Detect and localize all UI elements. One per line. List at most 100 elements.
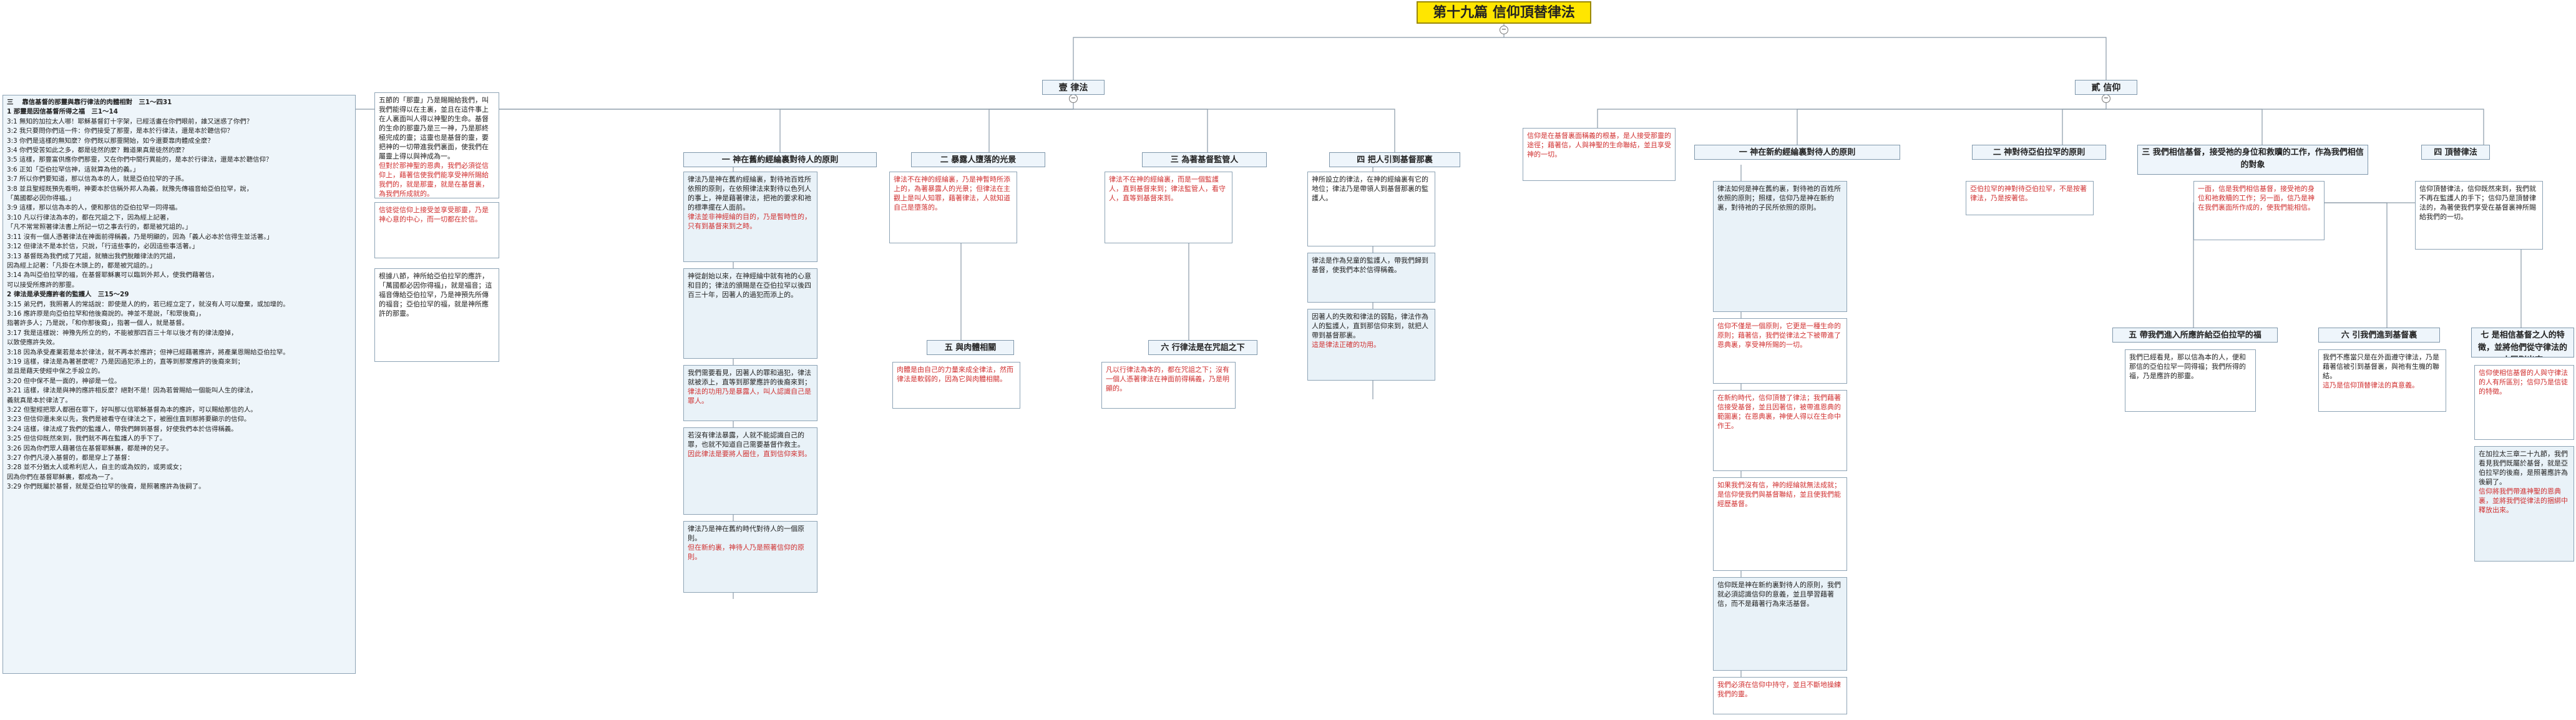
law-note-2-text: 信徒從信仰上接受並享受那靈，乃是神心意的中心，而一切都在於信。 <box>379 206 489 223</box>
law-a-box4-red: 因此律法是要將人圈住，直到信仰來到。 <box>688 450 811 458</box>
law-a-box3-text: 我們需要看見，因著人的罪和過犯，律法就被添上，直等到那蒙應許的後裔來到； <box>688 369 811 386</box>
outline-line: 3:2 我只要問你們這一件：你們接受了那靈，是本於行律法，還是本於聽信仰？ <box>7 127 233 135</box>
law-e-main-text: 肉體是由自己的力量來成全律法，然而律法是軟弱的，因為它與肉體相關。 <box>897 366 1013 383</box>
law-subhead-6[interactable]: 六 行律法是在咒詛之下 <box>1148 340 1257 355</box>
outline-line: 3:21 這樣，律法是與神的應許相反麼？絕對不是！因為若曾賜給一個能叫人生的律法… <box>7 387 257 395</box>
faith-a-red-4: 我們必須在信仰中持守，並且不斷地操練我們的靈。 <box>1713 677 1847 714</box>
faith-e-main: 我們已經看見，那以信為本的人，便和那信的亞伯拉罕一同得福；我們所得的福，乃是應許… <box>2125 349 2256 412</box>
faith-d-main: 信仰頂替律法，信仰既然來到，我們就不再在監護人的手下；信仰乃是頂替律法的，為著使… <box>2415 181 2543 250</box>
faith-subhead-3[interactable]: 三 我們相信基督，接受祂的身位和救贖的工作，作為我們相信的對象 <box>2137 145 2368 175</box>
law-d-box3-red: 這是律法正確的功用。 <box>1312 341 1380 349</box>
law-note-3: 根據八節，神所給亞伯拉罕的應許，「萬國都必因你得福」，就是福音；這福音傳給亞伯拉… <box>374 268 499 362</box>
faith-subhead-7[interactable]: 七 是相信基督之人的特徵，並將他們從守律法的人區別出來 <box>2471 328 2574 358</box>
law-subhead-1[interactable]: 一 神在舊約經綸裏對待人的原則 <box>683 152 877 167</box>
outline-line: 3:20 但中保不是一面的，神卻是一位。 <box>7 377 121 385</box>
outline-line: 3:5 這樣，那豐富供應你們那靈，又在你們中間行異能的，是本於行律法，還是本於聽… <box>7 156 273 164</box>
law-a-box4-text: 若沒有律法暴露，人就不能認識自己的罪，也就不知道自己需要基督作救主。 <box>688 431 804 449</box>
outline-line: 3:14 為叫亞伯拉罕的福，在基督耶穌裏可以臨到外邦人，使我們藉著信， <box>7 271 218 280</box>
faith-g-main-text: 信仰使相信基督的人與守律法的人有所區別；信仰乃是信徒的特徵。 <box>2479 369 2568 396</box>
outline-line: 義就真是本於律法了。 <box>7 396 72 404</box>
law-a-main: 律法乃是神在舊約經綸裏，對待祂百姓所依照的原則，在依照律法來對待以色列人的事上，… <box>683 172 817 262</box>
outline-line: 以致使應許失效。 <box>7 339 59 347</box>
outline-line: 3:1 無知的加拉太人哪！耶穌基督釘十字架，已經活畫在你們眼前，誰又迷惑了你們？ <box>7 117 253 125</box>
law-d-box3-text: 因著人的失敗和律法的弱點，律法作為人的監護人，直到那信仰來到，就把人帶到基督那裏… <box>1312 313 1428 339</box>
faith-subhead-4[interactable]: 四 頂替律法 <box>2421 145 2490 160</box>
law-a-box-5: 律法乃是神在舊約時代對待人的一個原則。 但在新約裏，神待人乃是照著信仰的原則。 <box>683 521 817 593</box>
faith-subhead-6[interactable]: 六 引我們進到基督裏 <box>2318 328 2440 343</box>
outline-line: 3:26 因為你們眾人藉著信在基督耶穌裏，都是神的兒子。 <box>7 444 173 452</box>
faith-f-main: 我們不應當只是在外面遵守律法，乃是藉著信被引到基督裏，與祂有生機的聯結。 這乃是… <box>2318 349 2446 412</box>
faith-a-red-1: 信仰不僅是一個原則，它更是一種生命的原則；藉著信，我們從律法之下被帶進了恩典裏，… <box>1713 318 1847 384</box>
outline-line: 3:7 所以你們要知道，那以信為本的人，就是亞伯拉罕的子孫。 <box>7 175 188 183</box>
outline-line: 並且是藉天使經中保之手設立的。 <box>7 367 104 376</box>
law-subhead-3[interactable]: 三 為著基督監管人 <box>1142 152 1267 167</box>
faith-subhead-2[interactable]: 二 神對待亞伯拉罕的原則 <box>1972 145 2106 160</box>
outline-line: 3:23 但信仰還未來以先，我們是被看守在律法之下，被圈住直到那將要顯示的信仰。 <box>7 416 251 424</box>
faith-a-box2-text: 信仰既是神在新約裏對待人的原則，我們就必須認識信仰的意義，並且學習藉著信，而不是… <box>1717 581 1841 608</box>
law-subhead-4[interactable]: 四 把人引到基督那裏 <box>1329 152 1460 167</box>
outline-line: 3:18 因為承受產業若是本於律法，就不再本於應許；但神已經藉著應許，將產業恩賜… <box>7 348 290 356</box>
law-f-main-text: 凡以行律法為本的，都在咒詛之下；沒有一個人憑著律法在神面前得稱義，乃是明顯的。 <box>1106 366 1229 392</box>
law-subhead-2[interactable]: 二 暴露人墮落的光景 <box>911 152 1045 167</box>
law-b-main: 律法不在神的經綸裏，乃是神暫時所添上的，為著暴露人的光景；但律法在主觀上是叫人知… <box>889 172 1017 243</box>
root-title[interactable]: 第十九篇 信仰頂替律法 <box>1417 1 1591 24</box>
law-intro-note: 五節的「那靈」乃是賜賜給我們，叫我們能得以在主裏，並且在這件事上在人裏面叫人得以… <box>374 92 499 198</box>
outline-line: 3:16 應許原是向亞伯拉罕和他後裔說的。神並不是說，「和眾後裔」， <box>7 309 205 318</box>
outline-line: 「萬國都必因你得福。」 <box>7 195 76 203</box>
law-a-red-text: 律法並非神經綸的目的，乃是暫時性的，只有到基督來到之時。 <box>688 213 811 230</box>
faith-e-main-text: 我們已經看見，那以信為本的人，便和那信的亞伯拉罕一同得福；我們所得的福，乃是應許… <box>2129 353 2246 380</box>
law-e-main: 肉體是由自己的力量來成全律法，然而律法是軟弱的，因為它與肉體相關。 <box>892 362 1020 409</box>
outline-line: 3:19 這樣，律法是為著甚麼呢？乃是因過犯添上的，直等到那蒙應許的後裔來到； <box>7 358 244 366</box>
faith-c-main-text: 一面，信是我們相信基督，接受祂的身位和祂救贖的工作；另一面，信乃是神在我們裏面所… <box>2198 185 2315 212</box>
outline-line: 3:17 我是這樣說：神豫先所立的約，不能被那四百三十年以後才有的律法廢掉， <box>7 329 238 337</box>
outline-line: 3:3 你們是這樣的無知麼？你們既以那靈開始，如今還要靠肉體成全麼？ <box>7 137 214 145</box>
law-b-main-text: 律法不在神的經綸裏，乃是神暫時所添上的，為著暴露人的光景；但律法在主觀上是叫人知… <box>894 175 1010 212</box>
branch-faith[interactable]: 貳 信仰 <box>2075 80 2137 95</box>
law-d-box-2: 律法是作為兒童的監護人，帶我們歸到基督，使我們本於信得稱義。 <box>1307 253 1435 303</box>
law-c-main-text: 律法不在神的經綸裏，而是一個監護人，直到基督來到；律法監管人，看守人，直等到基督… <box>1109 175 1226 202</box>
faith-g-box2-text: 在加拉太三章二十九節，我們看見我們既屬於基督，就是亞伯拉罕的後裔，是照著應許為後… <box>2479 450 2568 486</box>
faith-a-red-2: 在新約時代，信仰頂替了律法；我們藉著信接受基督，並且因著信，被帶進恩典的範圍裏；… <box>1713 390 1847 471</box>
outline-line: 三 靠信基督的那靈與靠行律法的肉體相對 三1～四31 <box>7 99 172 106</box>
faith-a-red2-text: 在新約時代，信仰頂替了律法；我們藉著信接受基督，並且因著信，被帶進恩典的範圍裏；… <box>1717 394 1841 430</box>
faith-a-main-text: 律法如何是神在舊約裏，對待祂的百姓所依照的原則；照樣，信仰乃是神在新約裏，對待祂… <box>1717 185 1841 212</box>
faith-f-main-text: 我們不應當只是在外面遵守律法，乃是藉著信被引到基督裏，與祂有生機的聯結。 <box>2323 353 2439 380</box>
faith-d-main-text: 信仰頂替律法，信仰既然來到，我們就不再在監護人的手下；信仰乃是頂替律法的，為著使… <box>2419 185 2536 221</box>
faith-subhead-5[interactable]: 五 帶我們進入所應許給亞伯拉罕的福 <box>2112 328 2278 343</box>
faith-b-main: 亞伯拉罕的神對待亞伯拉罕，不是按著律法，乃是按著信。 <box>1966 181 2094 215</box>
outline-line: 3:24 這樣，律法成了我們的監護人，帶我們歸到基督，好使我們本於信得稱義。 <box>7 425 238 433</box>
law-a-box5-red: 但在新約裏，神待人乃是照著信仰的原則。 <box>688 543 804 561</box>
outline-line: 3:29 你們既屬於基督，就是亞伯拉罕的後裔，是照著應許為後嗣了。 <box>7 483 205 491</box>
law-a-box-3: 我們需要看見，因著人的罪和過犯，律法就被添上，直等到那蒙應許的後裔來到； 律法的… <box>683 365 817 421</box>
law-a-box-4: 若沒有律法暴露，人就不能認識自己的罪，也就不知道自己需要基督作救主。 因此律法是… <box>683 427 817 515</box>
law-c-main: 律法不在神的經綸裏，而是一個監護人，直到基督來到；律法監管人，看守人，直等到基督… <box>1105 172 1232 243</box>
faith-a-red3-text: 如果我們沒有信，神的經綸就無法成就；是信仰使我們與基督聯結，並且使我們能經歷基督… <box>1717 481 1841 508</box>
outline-line: 3:27 你們凡浸入基督的，都是穿上了基督： <box>7 454 134 462</box>
outline-line: 3:25 但信仰既然來到，我們就不再在監護人的手下了。 <box>7 435 167 443</box>
law-note-3-text: 根據八節，神所給亞伯拉罕的應許，「萬國都必因你得福」，就是福音；這福音傳給亞伯拉… <box>379 272 492 318</box>
collapse-toggle-icon[interactable]: − <box>1500 26 1508 34</box>
outline-line: 3:4 你們受苦如此之多，都是徒然的麼？難道果真是徒然的麼？ <box>7 147 188 155</box>
faith-g-box2-red: 信仰將我們帶進神聖的恩典裏，並將我們從律法的捆綁中釋放出來。 <box>2479 487 2568 514</box>
outline-line: 3:8 並且聖經既預先看明，神要本於信稱外邦人為義，就豫先傳福音給亞伯拉罕，說， <box>7 185 253 193</box>
faith-a-red1-text: 信仰不僅是一個原則，它更是一種生命的原則；藉著信，我們從律法之下被帶進了恩典裏，… <box>1717 322 1841 349</box>
branch-law[interactable]: 壹 律法 <box>1042 80 1105 95</box>
collapse-toggle-icon[interactable]: − <box>2102 94 2110 103</box>
outline-line: 可以接受所應許的那靈。 <box>7 281 79 289</box>
collapse-toggle-icon[interactable]: − <box>1069 94 1078 103</box>
outline-line: 3:9 這樣，那以信為本的人，便和那信的亞伯拉罕一同得福。 <box>7 204 182 212</box>
faith-subhead-1[interactable]: 一 神在新約經綸裏對待人的原則 <box>1694 145 1900 160</box>
outline-line: 3:10 凡以行律法為本的，都在咒詛之下，因為經上記著， <box>7 213 173 221</box>
law-a-main-text: 律法乃是神在舊約經綸裏，對待祂百姓所依照的原則，在依照律法來對待以色列人的事上，… <box>688 175 811 212</box>
law-subhead-5[interactable]: 五 與肉體相關 <box>927 340 1014 355</box>
law-a-box-2: 神從創始以來，在神經綸中就有祂的心意和目的；律法的頒賜是在亞伯拉罕以後四百三十年… <box>683 268 817 359</box>
outline-line: 指著許多人；乃是說，「和你那後裔」，指著一個人，就是基督。 <box>7 319 188 328</box>
outline-line: 3:22 但聖經把眾人都圈在罪下，好叫那以信耶穌基督為本的應許，可以賜給那信的人… <box>7 406 257 414</box>
law-intro-text: 五節的「那靈」乃是賜賜給我們，叫我們能得以在主裏，並且在這件事上在人裏面叫人得以… <box>379 96 489 160</box>
law-f-main: 凡以行律法為本的，都在咒詛之下；沒有一個人憑著律法在神面前得稱義，乃是明顯的。 <box>1101 362 1236 409</box>
faith-intro-text: 信仰是在基督裏面稱義的根基，是人接受那靈的途徑；藉著信，人與神聖的生命聯結，並且… <box>1527 132 1671 158</box>
law-a-box3-red: 律法的功用乃是暴露人，叫人認識自己是罪人。 <box>688 387 811 405</box>
outline-line: 因為經上記著：「凡掛在木頭上的，都是被咒詛的。」 <box>7 261 156 270</box>
law-intro-red-text: 但對於那神聖的恩典，我們必須從信仰上，藉著信使我們能享受神所賜給我們的，就是那靈… <box>379 162 489 198</box>
